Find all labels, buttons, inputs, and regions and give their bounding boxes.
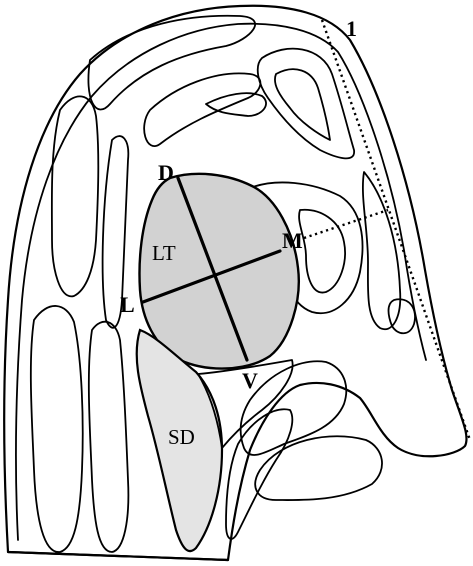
upper-arch-band-2 [144,73,260,146]
lesion-label: LT [152,241,176,265]
right-lobe-small [389,299,416,333]
reference-line-medial [304,210,388,238]
medial-mass-inner [299,210,345,293]
lateral-label: L [120,292,135,317]
base-line [8,552,228,560]
left-column [52,96,98,296]
dorsal-label: D [158,160,174,185]
right-upper-lobe-inner [275,69,330,140]
reference-line-label: 1 [346,16,357,41]
secondary-label: SD [168,425,195,449]
lesion-region [140,174,299,369]
lower-left-column [31,306,83,552]
ventral-label: V [242,368,258,393]
bottom-right-lobe [255,436,382,500]
right-upper-lobe [258,49,354,159]
medial-label: M [282,228,303,253]
lower-mid-column [89,322,129,552]
right-lateral-band [363,172,400,329]
